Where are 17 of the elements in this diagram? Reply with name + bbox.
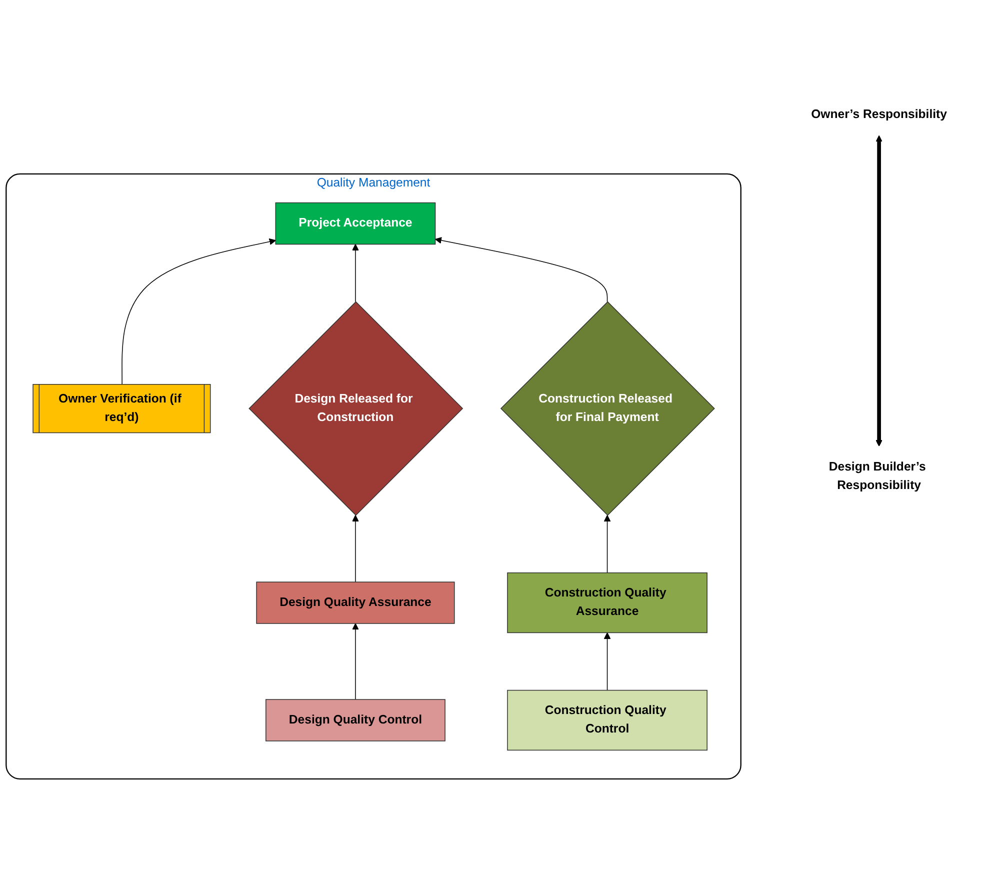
node-text: Design Builder’s Responsibility	[828, 460, 926, 492]
node-box: Design Quality Control	[266, 699, 446, 742]
node-box: Construction Quality Control	[507, 690, 708, 750]
node-text: Owner’s Responsibility	[811, 108, 947, 121]
arrow	[352, 514, 359, 582]
arrow	[604, 514, 611, 574]
arrow	[122, 238, 276, 386]
arrow	[876, 135, 882, 446]
arrow	[352, 244, 359, 302]
arrow	[352, 623, 359, 700]
node-diamond: Construction Released for Final Payment	[500, 301, 715, 516]
arrow	[604, 632, 611, 691]
arrow	[434, 237, 608, 302]
node-box: Construction Quality Assurance	[507, 572, 708, 634]
node-box: Project Acceptance	[275, 202, 436, 245]
node-box: Design Quality Assurance	[256, 582, 455, 624]
node-diamond: Design Released for Construction	[248, 301, 464, 516]
